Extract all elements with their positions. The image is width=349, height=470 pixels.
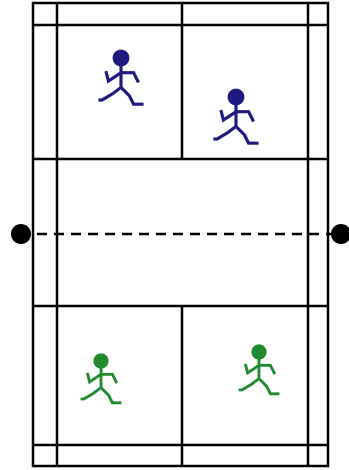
top-right-player-head: [228, 89, 245, 106]
top-left-player-head: [113, 50, 130, 67]
bottom-left-player-head: [93, 353, 108, 368]
left-post: [11, 224, 31, 244]
bottom-right-player-head: [251, 344, 266, 359]
